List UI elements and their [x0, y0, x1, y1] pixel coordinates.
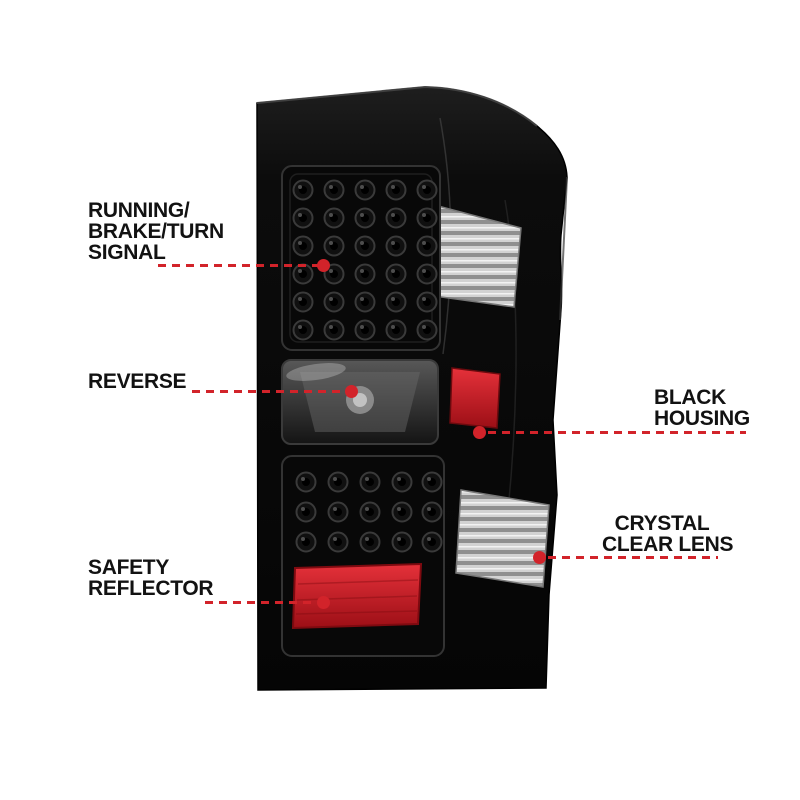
callout-label-reverse: REVERSE — [88, 370, 187, 393]
callout-label-line: CRYSTAL — [614, 512, 710, 535]
leader-line-black-housing — [488, 431, 746, 434]
callout-dot-reverse — [345, 385, 358, 398]
leader-line-crystal-clear-lens — [548, 556, 718, 559]
leader-line-safety — [205, 601, 317, 604]
callout-dot-safety — [317, 596, 330, 609]
callout-dot-black-housing — [473, 426, 486, 439]
callout-label-line: REVERSE — [88, 370, 187, 393]
leader-line-running — [158, 264, 318, 267]
callout-label-line: REFLECTOR — [88, 577, 214, 600]
side-marker-red — [449, 367, 501, 429]
reverse-lens — [281, 359, 439, 445]
callout-label-line: SAFETY — [88, 556, 170, 579]
callout-label-line: BRAKE/TURN — [88, 220, 224, 243]
callout-dot-running — [317, 259, 330, 272]
callout-label-running-brake-turn-signal: RUNNING/ BRAKE/TURN SIGNAL — [88, 200, 224, 263]
led-grid-upper — [281, 165, 441, 351]
callout-label-safety-reflector: SAFETY REFLECTOR — [88, 556, 214, 600]
callout-label-crystal-clear-lens: CRYSTAL CLEAR LENS — [602, 512, 734, 556]
callout-label-line: HOUSING — [654, 407, 750, 430]
callout-label-line: RUNNING/ — [88, 199, 190, 222]
callout-label-line: SIGNAL — [88, 241, 166, 264]
callout-label-line: BLACK — [654, 386, 726, 409]
callout-dot-crystal-clear-lens — [533, 551, 546, 564]
safety-reflector-shape — [291, 562, 423, 630]
callout-label-line: CLEAR LENS — [602, 533, 734, 556]
leader-line-reverse — [192, 390, 345, 393]
callout-label-black-housing: BLACK HOUSING — [654, 387, 750, 429]
clear-lens-ridges-lower — [455, 489, 550, 588]
